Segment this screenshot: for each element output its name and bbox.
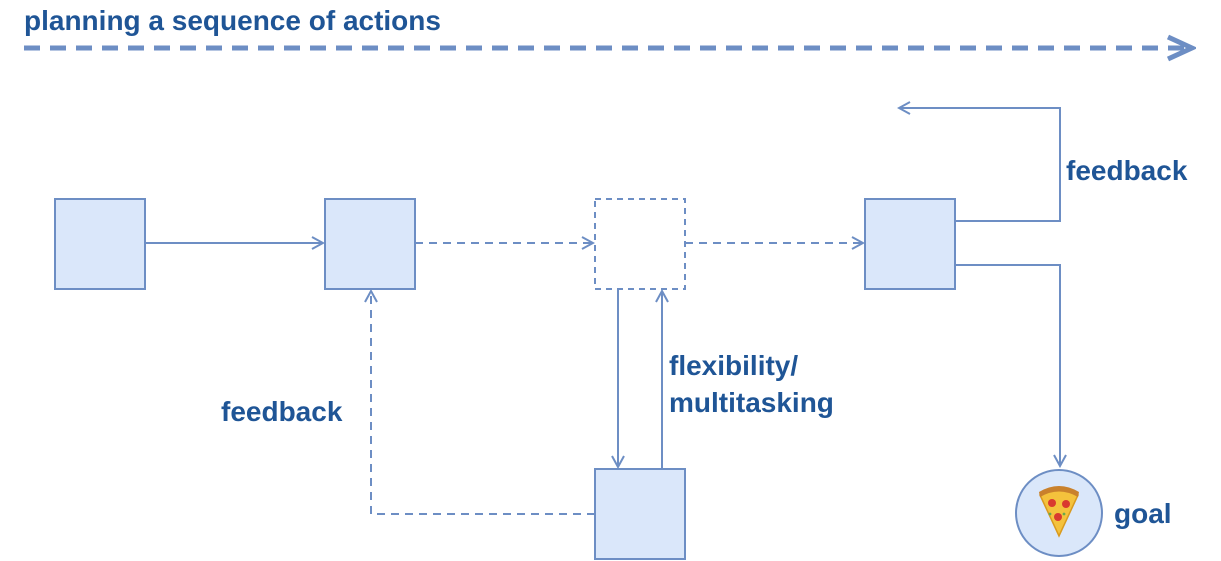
goal-label: goal xyxy=(1114,498,1172,529)
arrow-box4-to-goal xyxy=(955,264,1060,466)
feedback-arrow-top xyxy=(899,108,1061,222)
flexibility-label-line1: flexibility/ xyxy=(669,350,799,381)
feedback-label-left: feedback xyxy=(221,396,343,427)
pizza-icon xyxy=(1039,486,1079,538)
action-box-2 xyxy=(324,198,416,290)
flexibility-label-line2: multitasking xyxy=(669,387,834,418)
subtask-box xyxy=(594,468,686,560)
action-box-3-placeholder xyxy=(594,198,686,290)
action-box-4 xyxy=(864,198,956,290)
feedback-label-top: feedback xyxy=(1066,155,1188,186)
action-box-1 xyxy=(54,198,146,290)
feedback-arrow-left xyxy=(371,291,595,515)
diagram-title: planning a sequence of actions xyxy=(24,5,441,36)
